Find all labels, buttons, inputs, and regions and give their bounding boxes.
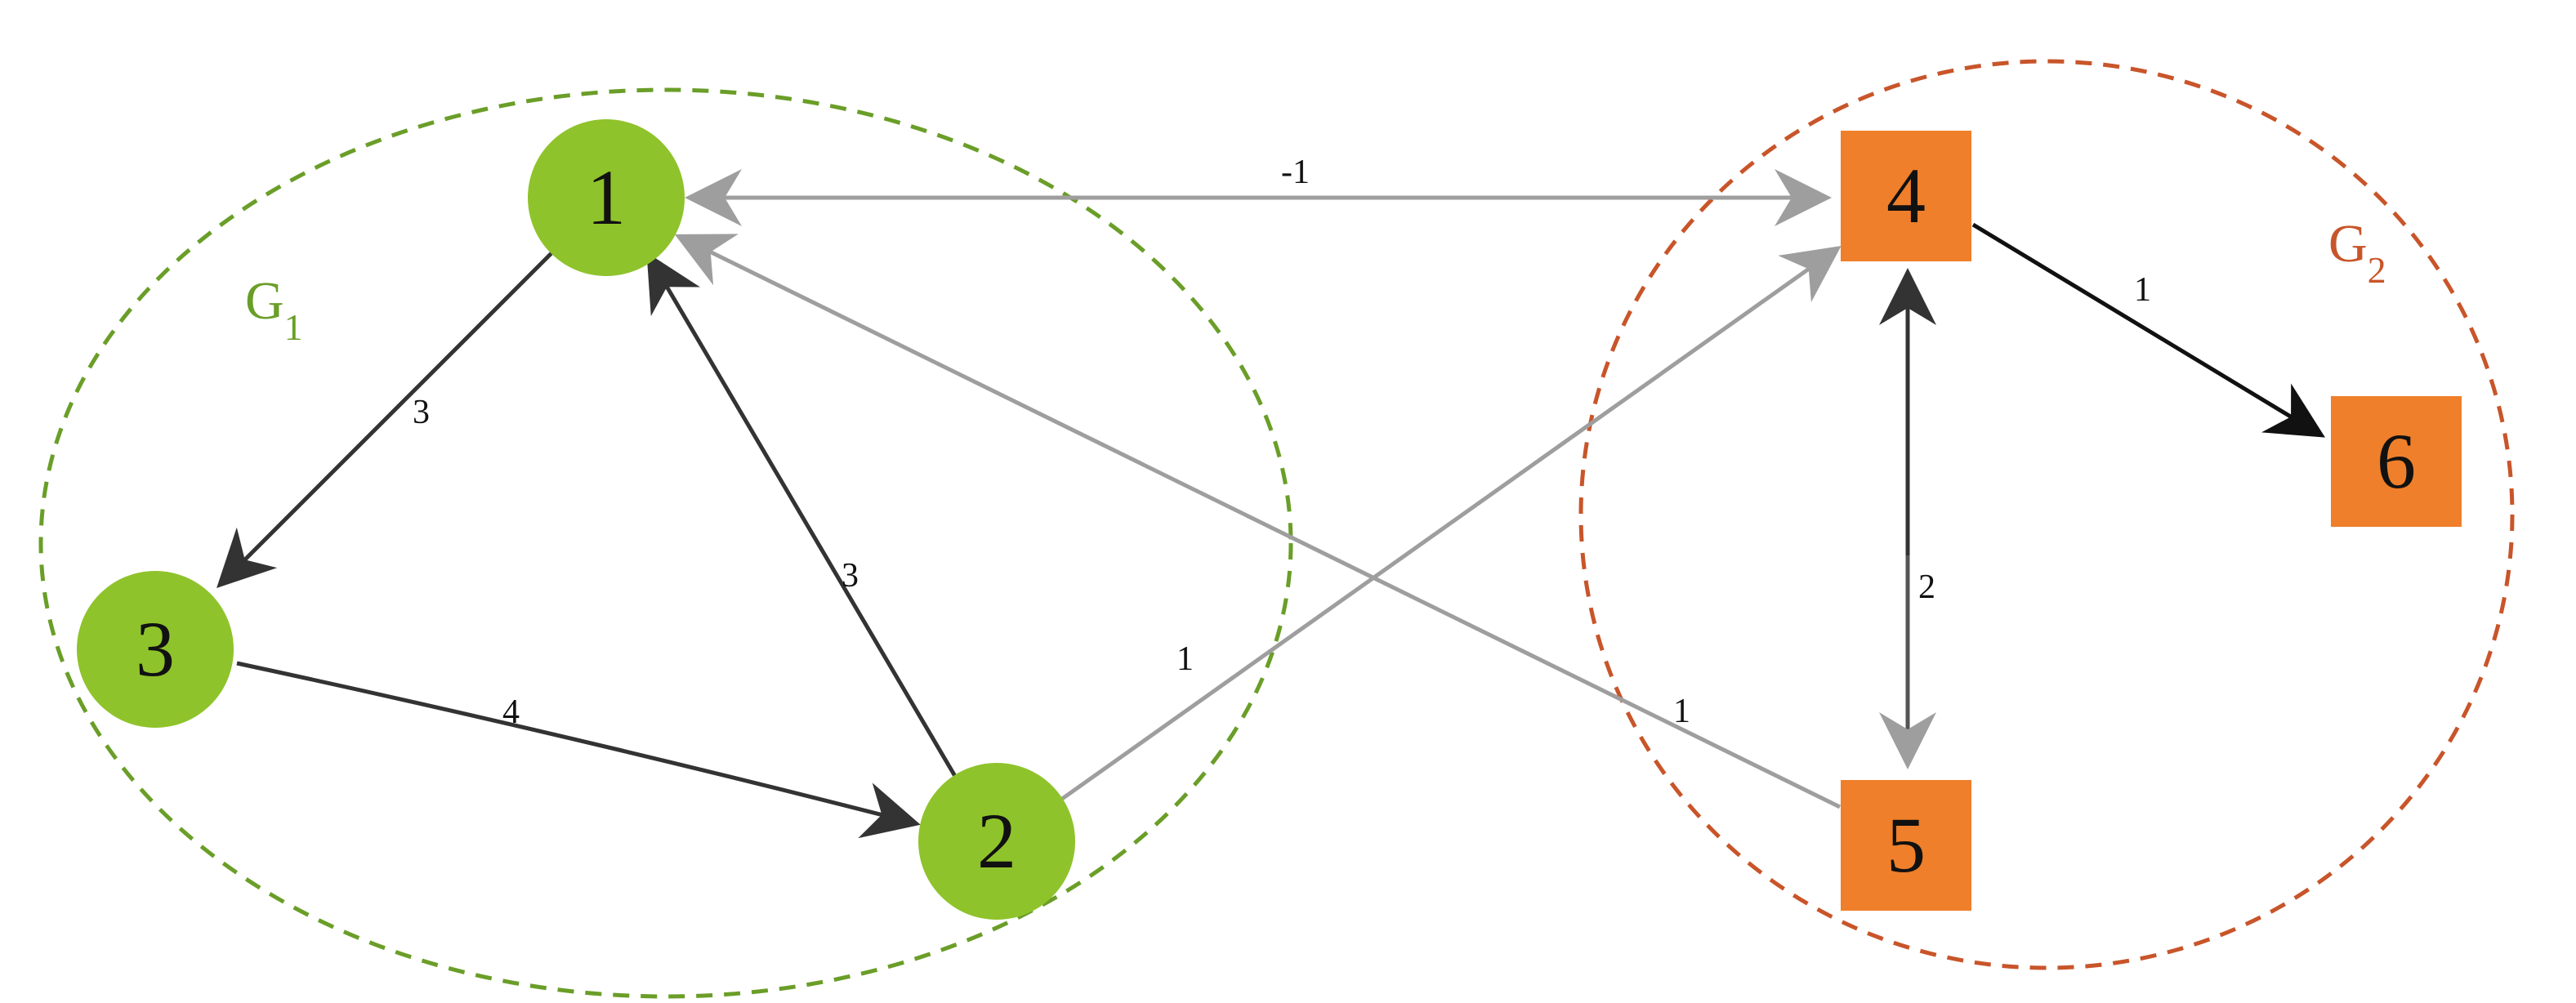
node-6: 6 xyxy=(2331,396,2462,527)
edge-weight-2-1: 3 xyxy=(842,557,859,595)
node-2-label: 2 xyxy=(977,797,1016,885)
group-g1-subscript: 1 xyxy=(284,306,303,348)
node-2: 2 xyxy=(918,763,1075,920)
node-6-label: 6 xyxy=(2377,417,2416,505)
edge-weight-1-3: 3 xyxy=(413,394,430,431)
edge-weight-5-1: 1 xyxy=(1673,693,1690,730)
group-g2-subscript: 2 xyxy=(2368,249,2386,291)
node-1: 1 xyxy=(528,119,685,276)
edge-2-to-1 xyxy=(646,252,958,779)
node-5-label: 5 xyxy=(1886,801,1926,889)
node-5: 5 xyxy=(1841,780,1971,911)
edge-weight-2-4: 1 xyxy=(1176,640,1194,678)
edge-4-to-6 xyxy=(1971,222,2325,438)
group-g2-letter: G xyxy=(2328,214,2368,274)
edge-weight-4-6: 1 xyxy=(2134,271,2151,309)
group-g2-boundary xyxy=(1578,59,2515,970)
edge-weight-3-2: 4 xyxy=(502,693,520,731)
edge-weight-4-5: 2 xyxy=(1918,568,1935,606)
edge-weight-1-4: -1 xyxy=(1281,154,1310,191)
node-3-label: 3 xyxy=(136,605,175,693)
node-4: 4 xyxy=(1841,131,1971,261)
edge-2-to-4 xyxy=(1060,245,1842,801)
group-g1-label: G1 xyxy=(245,271,303,348)
edge-3-to-2 xyxy=(236,661,921,839)
edge-1-to-3 xyxy=(217,247,557,588)
group-g2-label: G2 xyxy=(2328,214,2386,291)
group-g1-letter: G xyxy=(245,271,284,331)
group-g1-boundary xyxy=(38,87,1293,999)
node-3: 3 xyxy=(77,571,234,728)
node-1-label: 1 xyxy=(587,154,626,241)
node-4-label: 4 xyxy=(1886,152,1926,239)
edge-5-to-1 xyxy=(674,234,1842,809)
